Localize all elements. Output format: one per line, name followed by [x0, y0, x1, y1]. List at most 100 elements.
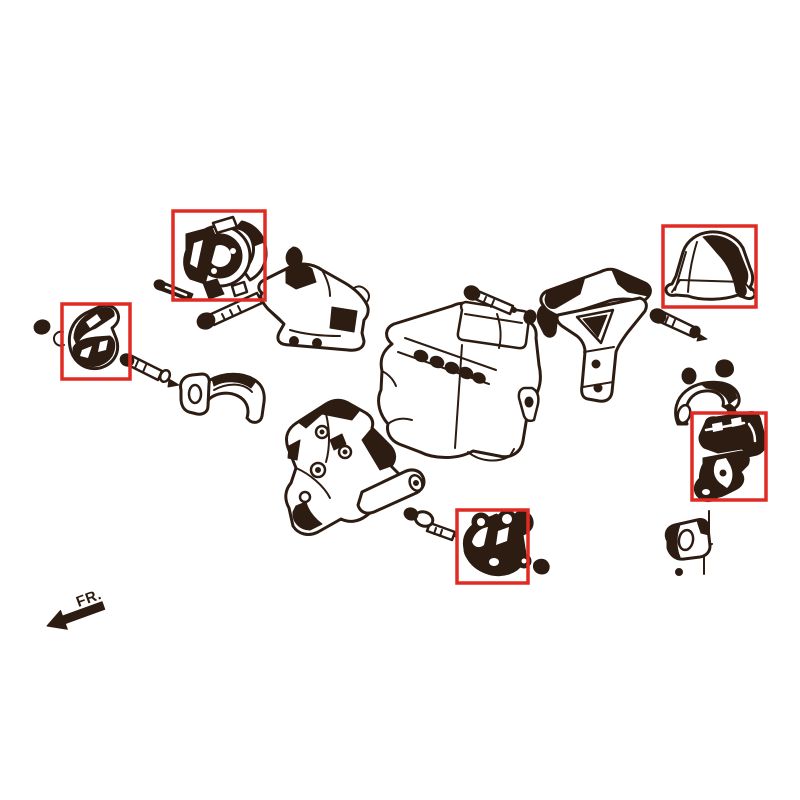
triangular-side-bracket	[536, 267, 652, 403]
bracket-curl	[353, 285, 370, 304]
right-mount-arm	[674, 380, 741, 426]
bracket-bottom-shade	[292, 501, 323, 531]
washer-hole	[521, 558, 527, 564]
front-engine-mount	[183, 215, 268, 300]
bolt-head	[649, 308, 667, 324]
bushing-notch	[211, 268, 217, 274]
boss-hole	[319, 429, 325, 435]
bracket-shade-patch	[329, 433, 347, 451]
bolt-thread	[237, 305, 242, 313]
bolt-thread	[482, 296, 487, 305]
cylinder-port-dot	[413, 349, 429, 363]
bolt-hole	[591, 359, 601, 369]
arm-shade	[699, 381, 738, 405]
bolt-tip	[167, 378, 180, 388]
arm-socket-ring	[676, 403, 692, 425]
rubber-stoppers-right	[681, 359, 734, 385]
engine-bottom-hook	[467, 448, 515, 462]
bolt-head	[196, 312, 216, 330]
bolt-thread	[490, 299, 495, 308]
arm-end-hole	[413, 480, 419, 486]
highlight-box-right-mount	[690, 411, 768, 502]
highlight-box-rear-lower-mount	[455, 508, 530, 585]
mount-highlight	[472, 527, 488, 548]
bushing-notch	[230, 248, 236, 254]
mount-crease	[687, 241, 698, 293]
bolt-thread	[439, 529, 443, 537]
bolt-thread	[142, 364, 147, 373]
channel-dot	[719, 469, 727, 477]
cylinder-port-dot	[472, 372, 486, 384]
mount-highlight	[86, 314, 101, 328]
bracket-top-shade	[285, 264, 317, 290]
right-engine-mount	[693, 411, 767, 503]
bracket-top-shade	[297, 399, 361, 429]
left-engine-mount	[67, 303, 120, 371]
curved-support-bracket	[179, 372, 266, 424]
boss-dot	[524, 396, 534, 408]
triangle-hole-shade	[582, 314, 608, 338]
mount-upper-mass	[698, 411, 767, 458]
highlight-box-left-mount	[60, 302, 132, 381]
mount-highlight	[704, 421, 746, 432]
bolt-thread	[134, 360, 139, 369]
socket-ring	[187, 383, 203, 405]
transmission-bracket	[257, 262, 370, 352]
mount-lower-tab	[230, 280, 249, 298]
skirt-shade	[735, 285, 747, 298]
block-contour	[454, 344, 463, 449]
crescent-shade	[237, 221, 265, 247]
bolt-highlight	[164, 285, 188, 297]
mount-top-shade	[73, 307, 115, 346]
front-direction-indicator: FR.	[46, 586, 106, 630]
main-mount-bracket	[284, 398, 426, 536]
nut	[523, 309, 537, 325]
left-foot	[536, 304, 559, 338]
bracket-ring	[677, 528, 695, 552]
bracket-hole	[312, 338, 322, 348]
mount-highlight	[489, 558, 499, 566]
bracket-top-shade	[211, 373, 257, 389]
boss-hole	[315, 467, 321, 473]
bolt-collar	[158, 368, 172, 384]
bolt-thread	[433, 527, 437, 535]
bushing-right-center	[502, 514, 512, 524]
bracket-hole	[289, 336, 299, 346]
bracket-right-shade	[361, 427, 396, 471]
upper-right-engine-mount	[664, 230, 757, 301]
mount-foot	[202, 278, 225, 300]
foot-highlight	[702, 489, 710, 495]
highlight-box-front-mount	[171, 209, 267, 302]
mount-top-tab	[211, 215, 239, 235]
bracket-side-opening	[329, 306, 358, 333]
mount-highlight	[747, 422, 757, 443]
bolt-boss	[298, 490, 312, 504]
bracket-contour	[325, 413, 330, 463]
bushing-left-center	[477, 518, 485, 526]
bolt-head	[403, 507, 419, 521]
body-line	[583, 346, 615, 353]
bracket-contour	[295, 467, 331, 499]
front-arrow-body	[60, 601, 106, 625]
top-bar-right-shade	[611, 269, 651, 297]
bolt-top-center	[463, 285, 537, 325]
bracket-contour	[267, 308, 285, 325]
rear-lower-engine-mount	[462, 507, 534, 577]
base-line	[671, 278, 752, 293]
nut-dot	[33, 319, 51, 335]
bolt-thread	[229, 309, 234, 317]
bracket-left-shade	[666, 524, 681, 558]
bolt-thread	[221, 313, 226, 321]
bolt-left-mount	[119, 353, 180, 388]
valve-cover	[456, 300, 531, 350]
bolt-tip	[511, 307, 517, 313]
mount-highlight	[80, 346, 92, 358]
stopper-dot	[681, 367, 697, 385]
mount-highlight	[98, 340, 108, 352]
engine-block	[377, 300, 542, 462]
stopper-dot	[715, 359, 734, 378]
pan-contour	[387, 417, 413, 425]
bracket-left-notch	[287, 439, 301, 461]
